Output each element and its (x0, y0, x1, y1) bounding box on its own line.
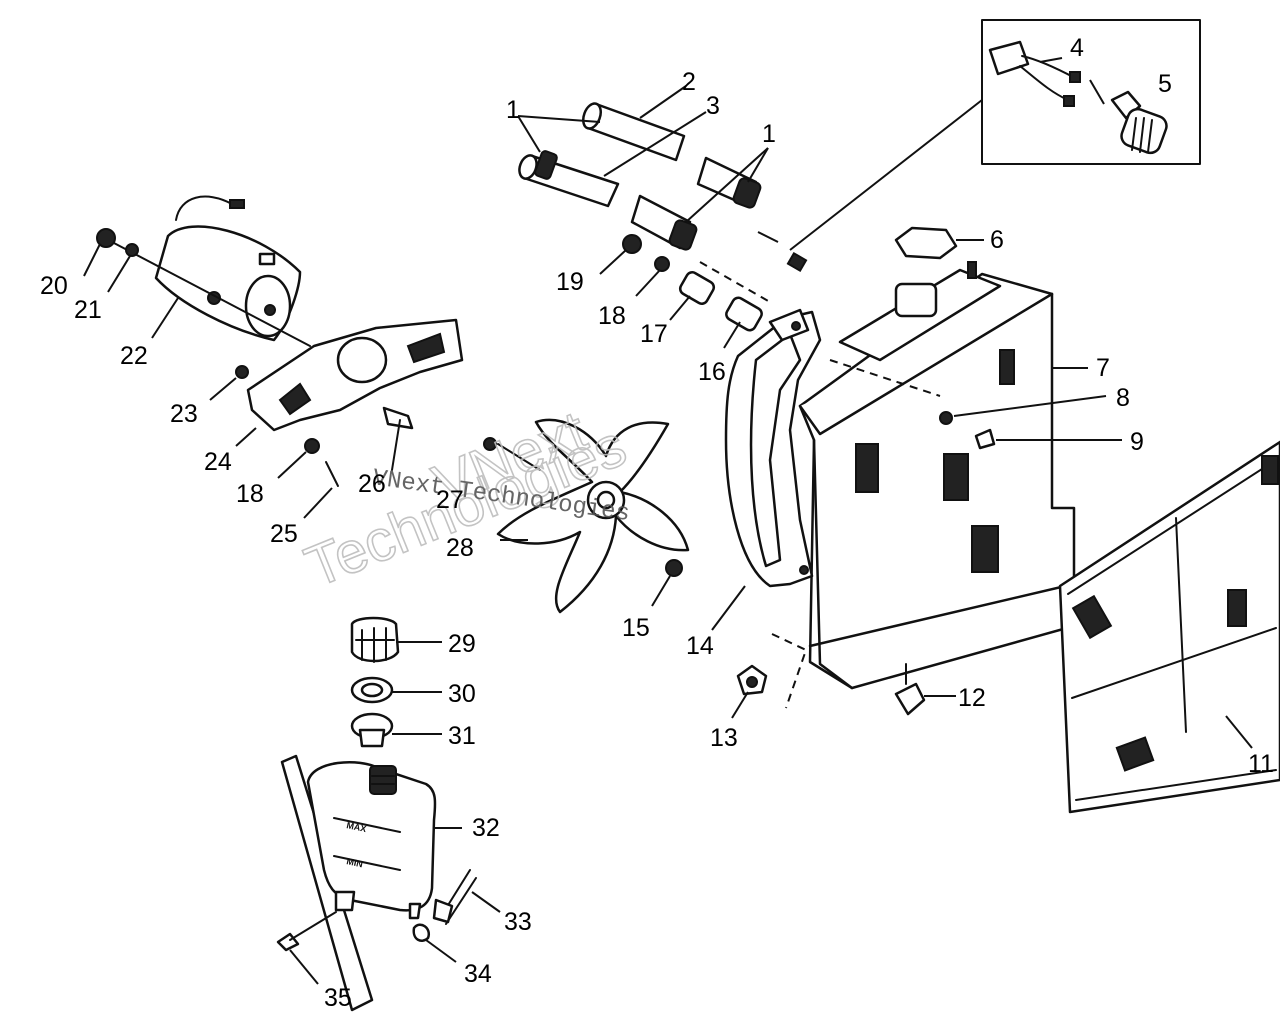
coolant-hoses (517, 85, 769, 251)
fan-motor (83, 195, 311, 347)
callout-32: 32 (472, 814, 500, 842)
callout-22: 22 (120, 342, 148, 370)
callout-4: 4 (1070, 34, 1084, 62)
callout-14: 14 (686, 632, 714, 660)
callout-8: 8 (1116, 384, 1130, 412)
callout-3: 3 (706, 92, 720, 120)
callout-34: 34 (464, 960, 492, 988)
reservoir-cap-seals (350, 616, 442, 748)
callout-35: 35 (324, 984, 352, 1012)
callout-21: 21 (74, 296, 102, 324)
callout-31: 31 (448, 722, 476, 750)
callout-7: 7 (1096, 354, 1110, 382)
callout-16: 16 (698, 358, 726, 386)
callout-12: 12 (958, 684, 986, 712)
drain-parts (731, 633, 956, 719)
callout-5: 5 (1158, 70, 1172, 98)
callout-1-left: 1 (506, 96, 520, 124)
fan-shroud (711, 308, 822, 631)
callout-20: 20 (40, 272, 68, 300)
callout-18-upper: 18 (598, 302, 626, 330)
callout-9: 9 (1130, 428, 1144, 456)
callout-26: 26 (358, 470, 386, 498)
callout-13: 13 (710, 724, 738, 752)
callout-11: 11 (1248, 750, 1274, 778)
callout-30: 30 (448, 680, 476, 708)
callout-24: 24 (204, 448, 232, 476)
cooling-fan (483, 418, 690, 614)
radiator-screen (1058, 440, 1280, 814)
callout-19: 19 (556, 268, 584, 296)
callout-6: 6 (990, 226, 1004, 254)
callout-29: 29 (448, 630, 476, 658)
callout-33: 33 (504, 908, 532, 936)
callout-labels: 1 1 2 3 4 5 6 7 8 9 11 12 13 14 15 16 17… (40, 34, 1274, 1012)
inset-sensor-detail (789, 19, 1201, 251)
thermostat-fittings (622, 231, 808, 332)
callout-27: 27 (436, 486, 464, 514)
coolant-reservoir: MAX MIN (276, 754, 501, 1012)
callout-15: 15 (622, 614, 650, 642)
radiator-core (798, 261, 1122, 690)
motor-bracket (209, 318, 464, 519)
callout-1-right: 1 (762, 120, 776, 148)
callout-2: 2 (682, 68, 696, 96)
callout-17: 17 (640, 320, 668, 348)
callout-25: 25 (270, 520, 298, 548)
callout-leaders (599, 57, 1105, 349)
callout-18-lower: 18 (236, 480, 264, 508)
callout-28: 28 (446, 534, 474, 562)
callout-23: 23 (170, 400, 198, 428)
